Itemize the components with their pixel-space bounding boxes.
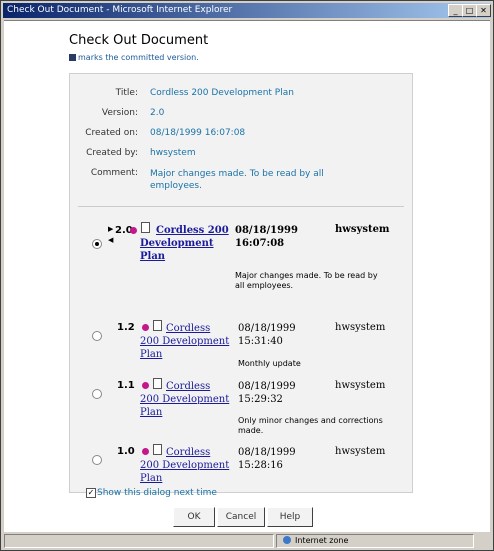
version-date: 08/18/1999 bbox=[238, 447, 296, 458]
status-dot-icon bbox=[142, 324, 149, 331]
created-by-value: hwsystem bbox=[150, 148, 196, 158]
version-author: hwsystem bbox=[335, 224, 390, 235]
version-time: 16:07:08 bbox=[235, 238, 285, 249]
document-link[interactable]: Cordless 200 Development Plan bbox=[140, 381, 230, 418]
maximize-button[interactable]: □ bbox=[462, 4, 477, 17]
document-icon bbox=[153, 320, 162, 331]
help-button[interactable]: Help bbox=[267, 507, 313, 527]
document-link[interactable]: Cordless 200 Development Plan bbox=[140, 447, 230, 484]
status-dot-icon bbox=[142, 382, 149, 389]
show-dialog-label[interactable]: Show this dialog next time bbox=[97, 488, 217, 498]
cancel-button[interactable]: Cancel bbox=[217, 507, 265, 527]
version-value: 2.0 bbox=[150, 108, 165, 118]
close-button[interactable]: ✕ bbox=[476, 4, 491, 17]
document-link[interactable]: Cordless 200 Development Plan bbox=[140, 323, 230, 360]
version-author: hwsystem bbox=[335, 322, 386, 333]
version-date: 08/18/1999 bbox=[235, 225, 298, 236]
version-number: 1.2 bbox=[117, 322, 135, 333]
committed-arrow-icon: ▶ bbox=[108, 225, 114, 233]
version-date: 08/18/1999 bbox=[238, 323, 296, 334]
version-number: 2.0 bbox=[115, 225, 133, 236]
version-label: Version: bbox=[101, 108, 138, 118]
created-by-label: Created by: bbox=[86, 148, 138, 158]
created-on-label: Created on: bbox=[85, 128, 138, 138]
version-radio-2-0[interactable] bbox=[92, 239, 102, 249]
version-radio-1-1[interactable] bbox=[92, 389, 102, 399]
version-time: 15:29:32 bbox=[238, 394, 283, 405]
show-dialog-checkbox[interactable]: ✓ bbox=[86, 488, 96, 498]
status-bar: Internet zone bbox=[4, 533, 490, 548]
version-time: 15:28:16 bbox=[238, 460, 283, 471]
zone-text: Internet zone bbox=[295, 536, 349, 545]
version-author: hwsystem bbox=[335, 380, 386, 391]
dialog-content: Check Out Document marks the committed v… bbox=[4, 20, 490, 532]
version-number: 1.0 bbox=[117, 446, 135, 457]
page-title: Check Out Document bbox=[69, 33, 209, 48]
committed-arrow-icon: ◀ bbox=[108, 236, 114, 244]
title-label: Title: bbox=[115, 88, 138, 98]
status-dot-icon bbox=[142, 448, 149, 455]
version-radio-1-2[interactable] bbox=[92, 331, 102, 341]
document-icon bbox=[153, 378, 162, 389]
globe-icon bbox=[283, 536, 291, 544]
document-link[interactable]: Cordless 200 Development Plan bbox=[140, 225, 229, 262]
comment-label: Comment: bbox=[90, 168, 138, 178]
document-panel: Title: Cordless 200 Development Plan Ver… bbox=[69, 73, 413, 493]
title-value: Cordless 200 Development Plan bbox=[150, 88, 294, 98]
window-title: Check Out Document - Microsoft Internet … bbox=[7, 5, 233, 15]
zone-pane: Internet zone bbox=[276, 534, 474, 548]
legend-text: marks the committed version. bbox=[78, 53, 199, 62]
document-icon bbox=[141, 222, 150, 233]
status-pane bbox=[4, 534, 274, 548]
minimize-button[interactable]: _ bbox=[448, 4, 463, 17]
comment-value: Major changes made. To be read by all em… bbox=[150, 169, 324, 191]
created-on-value: 08/18/1999 16:07:08 bbox=[150, 128, 246, 138]
divider bbox=[78, 206, 404, 207]
status-dot-icon bbox=[130, 227, 137, 234]
version-comment: Only minor changes and corrections made. bbox=[238, 416, 383, 435]
version-time: 15:31:40 bbox=[238, 336, 283, 347]
committed-legend: marks the committed version. bbox=[69, 53, 199, 62]
title-bar: Check Out Document - Microsoft Internet … bbox=[3, 3, 491, 18]
ok-button[interactable]: OK bbox=[173, 507, 215, 527]
version-author: hwsystem bbox=[335, 446, 386, 457]
document-icon bbox=[153, 444, 162, 455]
committed-marker-icon bbox=[69, 54, 76, 61]
version-date: 08/18/1999 bbox=[238, 381, 296, 392]
version-comment: Monthly update bbox=[238, 359, 301, 368]
version-radio-1-0[interactable] bbox=[92, 455, 102, 465]
version-comment: Major changes made. To be read by all em… bbox=[235, 271, 378, 290]
version-number: 1.1 bbox=[117, 380, 135, 391]
